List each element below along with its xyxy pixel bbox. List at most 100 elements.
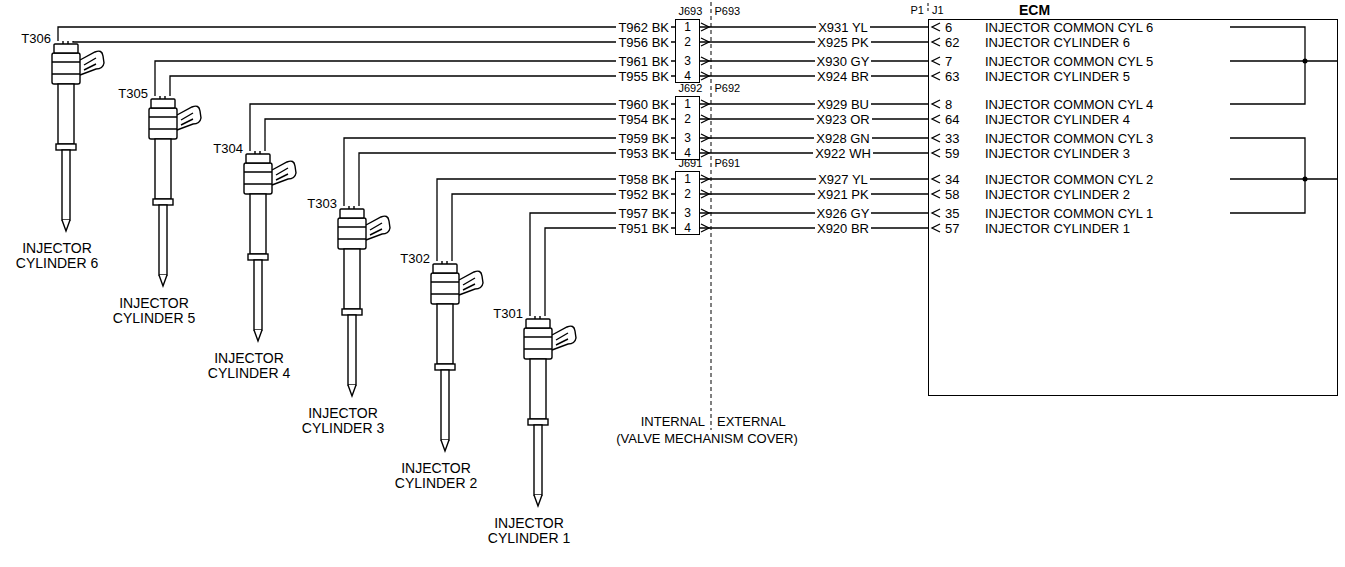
pin-name: INJECTOR COMMON CYL 6 [985, 20, 1153, 35]
pin-chevron [932, 38, 940, 46]
drawing [52, 2, 1338, 506]
injector-5 [149, 96, 201, 286]
pin-number: 64 [945, 112, 959, 127]
ecm-title: ECM [1019, 3, 1050, 18]
wire-code: X920 BR [815, 221, 871, 236]
wire-tag: T305 [118, 86, 148, 101]
pin-name: INJECTOR COMMON CYL 3 [985, 131, 1153, 146]
pin-name: INJECTOR CYLINDER 1 [985, 221, 1130, 236]
wire-tag: T302 [400, 251, 430, 266]
pin-name: INJECTOR COMMON CYL 2 [985, 172, 1153, 187]
pin-number: 1 [684, 20, 691, 35]
pin-name: INJECTOR CYLINDER 4 [985, 112, 1130, 127]
pin-number: 4 [684, 146, 691, 161]
plug-name: J1 [932, 3, 944, 18]
part-name: INJECTOR CYLINDER 5 [98, 296, 210, 326]
pin-number: 34 [945, 172, 959, 187]
wire-code: T952 BK [616, 187, 671, 202]
part-name: INJECTOR CYLINDER 6 [1, 241, 113, 271]
connector-name: P693 [715, 4, 741, 19]
wire-tag: T303 [307, 196, 337, 211]
pin-name: INJECTOR COMMON CYL 4 [985, 97, 1153, 112]
pin-number: 3 [684, 54, 691, 69]
part-name: INJECTOR CYLINDER 3 [287, 406, 399, 436]
ecm-common-bus [1230, 27, 1338, 213]
wire-code: X923 OR [814, 112, 871, 127]
wire-tag: T304 [213, 141, 243, 156]
splice-dot [1303, 177, 1308, 182]
cover-boundary [711, 2, 712, 430]
pin-number: 4 [684, 221, 691, 236]
wire-code: X926 GY [815, 206, 872, 221]
part-name: INJECTOR CYLINDER 1 [473, 516, 585, 546]
pin-number: 62 [945, 35, 959, 50]
pin-number: 8 [945, 97, 952, 112]
injector-2 [431, 261, 483, 451]
wire-code: X927 YL [816, 172, 870, 187]
connector-name: P692 [715, 81, 741, 96]
pin-chevron [932, 72, 940, 80]
pin-chevron [932, 23, 940, 31]
splice-dot [1303, 59, 1308, 64]
pin-chevron [932, 100, 940, 108]
pin-number: 2 [684, 112, 691, 127]
pin-name: INJECTOR CYLINDER 3 [985, 146, 1130, 161]
pin-number: 2 [684, 35, 691, 50]
pin-chevron [932, 224, 940, 232]
wire-code: T962 BK [616, 20, 671, 35]
wire-tag: T306 [21, 31, 51, 46]
pin-number: 35 [945, 206, 959, 221]
wire-code: T961 BK [616, 54, 671, 69]
area-note: (VALVE MECHANISM COVER) [616, 431, 798, 446]
injector-6 [52, 41, 104, 231]
pin-number: 63 [945, 69, 959, 84]
plug-name: P1 [911, 3, 924, 18]
wire-code: T953 BK [616, 146, 671, 161]
pin-name: INJECTOR CYLINDER 2 [985, 187, 1130, 202]
connector-name: P691 [715, 156, 741, 171]
pin-number: 3 [684, 206, 691, 221]
wire-code: T956 BK [616, 35, 671, 50]
wire-code: X929 BU [815, 97, 871, 112]
pin-number: 59 [945, 146, 959, 161]
connector-name: J692 [679, 81, 703, 96]
part-name: INJECTOR CYLINDER 2 [380, 461, 492, 491]
harness-wire [700, 178, 928, 179]
wire-code: T954 BK [616, 112, 671, 127]
wire-code: X928 GN [814, 131, 871, 146]
pin-chevron [932, 190, 940, 198]
pin-number: 1 [684, 97, 691, 112]
plug-divider [928, 3, 929, 13]
pin-name: INJECTOR CYLINDER 5 [985, 69, 1130, 84]
wire-code: T957 BK [616, 206, 671, 221]
wire-code: X924 BR [815, 69, 871, 84]
pin-chevron [932, 209, 940, 217]
wire-code: T958 BK [616, 172, 671, 187]
pin-number: 4 [684, 69, 691, 84]
pin-number: 2 [684, 187, 691, 202]
wire-code: X921 PK [815, 187, 870, 202]
pin-name: INJECTOR COMMON CYL 5 [985, 54, 1153, 69]
pin-chevron [932, 149, 940, 157]
pin-name: INJECTOR CYLINDER 6 [985, 35, 1130, 50]
part-name: INJECTOR CYLINDER 4 [193, 351, 305, 381]
area-note: INTERNAL [641, 414, 705, 429]
wire-code: T951 BK [616, 221, 671, 236]
wire-code: T960 BK [616, 97, 671, 112]
wire-code: X925 PK [815, 35, 870, 50]
harness-wire [700, 26, 928, 27]
pin-chevron [932, 57, 940, 65]
pin-number: 57 [945, 221, 959, 236]
pin-number: 3 [684, 131, 691, 146]
connector-name: J693 [679, 4, 703, 19]
harness-wire [700, 193, 928, 194]
wire-tag: T301 [493, 306, 523, 321]
pin-number: 33 [945, 131, 959, 146]
pin-chevron [932, 115, 940, 123]
pin-chevron [932, 175, 940, 183]
wire-code: T959 BK [616, 131, 671, 146]
pin-chevron [932, 134, 940, 142]
